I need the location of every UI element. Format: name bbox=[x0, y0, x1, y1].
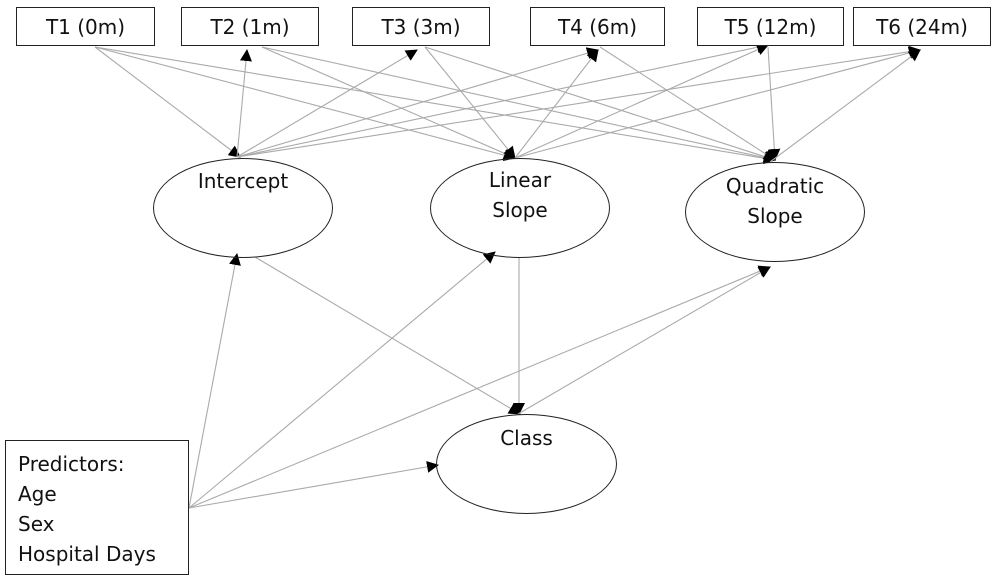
edge-predictors-to-class bbox=[188, 460, 439, 509]
quadratic-slope-label-line2: Slope bbox=[747, 204, 803, 228]
predictors-title: Predictors: bbox=[18, 452, 125, 476]
edge-predictors-to-quadratic bbox=[188, 265, 771, 509]
edge-linear-to-t4 bbox=[514, 49, 599, 159]
edge-class-to-quadratic bbox=[517, 266, 771, 415]
time-point-label: T5 (12m) bbox=[724, 14, 817, 39]
time-point-box-t3: T3 (3m) bbox=[352, 7, 490, 46]
edge-t2-to-quadratic bbox=[261, 46, 776, 164]
time-point-box-t2: T2 (1m) bbox=[181, 7, 319, 46]
edge-quadratic-to-t6 bbox=[769, 49, 921, 163]
edge-intercept-to-t4 bbox=[236, 47, 599, 158]
edge-t1-to-quadratic bbox=[94, 46, 776, 165]
time-point-box-t4: T4 (6m) bbox=[530, 7, 665, 46]
time-point-label: T4 (6m) bbox=[557, 14, 638, 39]
time-point-label: T3 (3m) bbox=[381, 14, 461, 39]
edge-t4-to-quadratic bbox=[599, 46, 776, 161]
edge-intercept-to-class bbox=[254, 256, 521, 415]
edge-intercept-to-t5 bbox=[236, 41, 769, 158]
linear-slope-node: Linear Slope bbox=[430, 158, 610, 258]
edge-predictors-to-intercept bbox=[188, 253, 241, 509]
predictor-age: Age bbox=[18, 482, 57, 506]
class-node: Class bbox=[436, 414, 617, 514]
edge-intercept-to-t6 bbox=[236, 45, 921, 158]
quadratic-slope-node: Quadratic Slope bbox=[685, 162, 865, 262]
time-point-label: T1 (0m) bbox=[45, 14, 126, 39]
time-point-box-t1: T1 (0m) bbox=[16, 7, 155, 46]
linear-slope-label-line2: Slope bbox=[492, 198, 548, 222]
edge-intercept-to-t2 bbox=[236, 49, 252, 158]
predictors-box: Predictors: Age Sex Hospital Days bbox=[5, 440, 189, 575]
predictor-sex: Sex bbox=[18, 512, 55, 536]
edge-t3-to-quadratic bbox=[424, 46, 776, 163]
linear-slope-label-line1: Linear bbox=[488, 168, 552, 192]
edge-t1-to-linear bbox=[94, 46, 516, 161]
predictor-hospital-days: Hospital Days bbox=[18, 542, 156, 566]
edge-t5-to-quadratic bbox=[767, 46, 781, 161]
class-label: Class bbox=[500, 426, 553, 450]
quadratic-slope-label-line1: Quadratic bbox=[725, 174, 825, 198]
edge-linear-to-t6 bbox=[514, 47, 921, 159]
intercept-node: Intercept bbox=[153, 158, 333, 258]
edge-predictors-to-linear bbox=[188, 251, 496, 509]
edge-t3-to-linear bbox=[424, 46, 516, 159]
time-point-box-t6: T6 (24m) bbox=[853, 7, 991, 46]
time-point-label: T6 (24m) bbox=[876, 14, 968, 39]
edge-t2-to-linear bbox=[261, 46, 516, 160]
time-point-label: T2 (1m) bbox=[210, 14, 290, 39]
edge-intercept-to-t3 bbox=[236, 49, 418, 158]
edge-linear-to-t5 bbox=[514, 44, 769, 159]
edge-t1-to-intercept bbox=[94, 46, 241, 158]
intercept-label: Intercept bbox=[197, 169, 289, 193]
time-point-box-t5: T5 (12m) bbox=[697, 7, 844, 46]
